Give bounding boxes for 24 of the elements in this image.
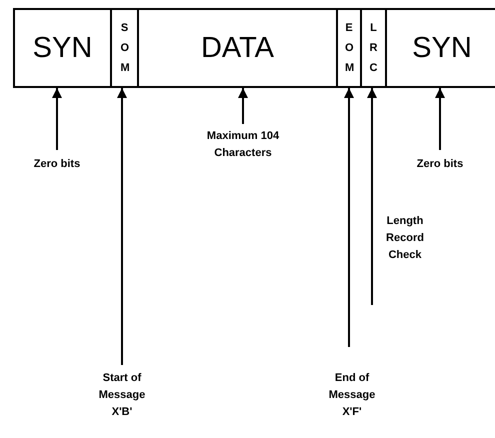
leader-text: Zero bits	[400, 156, 480, 173]
start-marker-field	[110, 8, 137, 88]
end-marker-field	[336, 8, 360, 88]
leader-text: Start of Message X'B'	[92, 370, 152, 421]
leader-text: Maximum 104 Characters	[198, 128, 288, 162]
leader-text: End of Message X'F'	[322, 370, 382, 421]
leader-arrow	[117, 88, 127, 365]
field-name: SYN	[32, 32, 92, 64]
field-name: SYN	[412, 32, 472, 64]
sync-field	[13, 8, 110, 88]
sync-field	[385, 8, 495, 88]
leader-text: Zero bits	[17, 156, 97, 173]
field-abbreviation: E O M	[345, 21, 353, 76]
leader-arrow	[238, 88, 248, 124]
leader-arrow	[435, 88, 445, 150]
leader-arrow	[367, 88, 377, 305]
field-abbreviation: S O M	[120, 21, 128, 76]
leader-text: Length Record Check	[380, 213, 430, 264]
leader-arrow	[52, 88, 62, 150]
field-name: DATA	[200, 32, 274, 64]
check-field	[360, 8, 385, 88]
data-field	[137, 8, 336, 88]
leader-arrow	[344, 88, 354, 347]
field-abbreviation: L R C	[370, 21, 378, 76]
